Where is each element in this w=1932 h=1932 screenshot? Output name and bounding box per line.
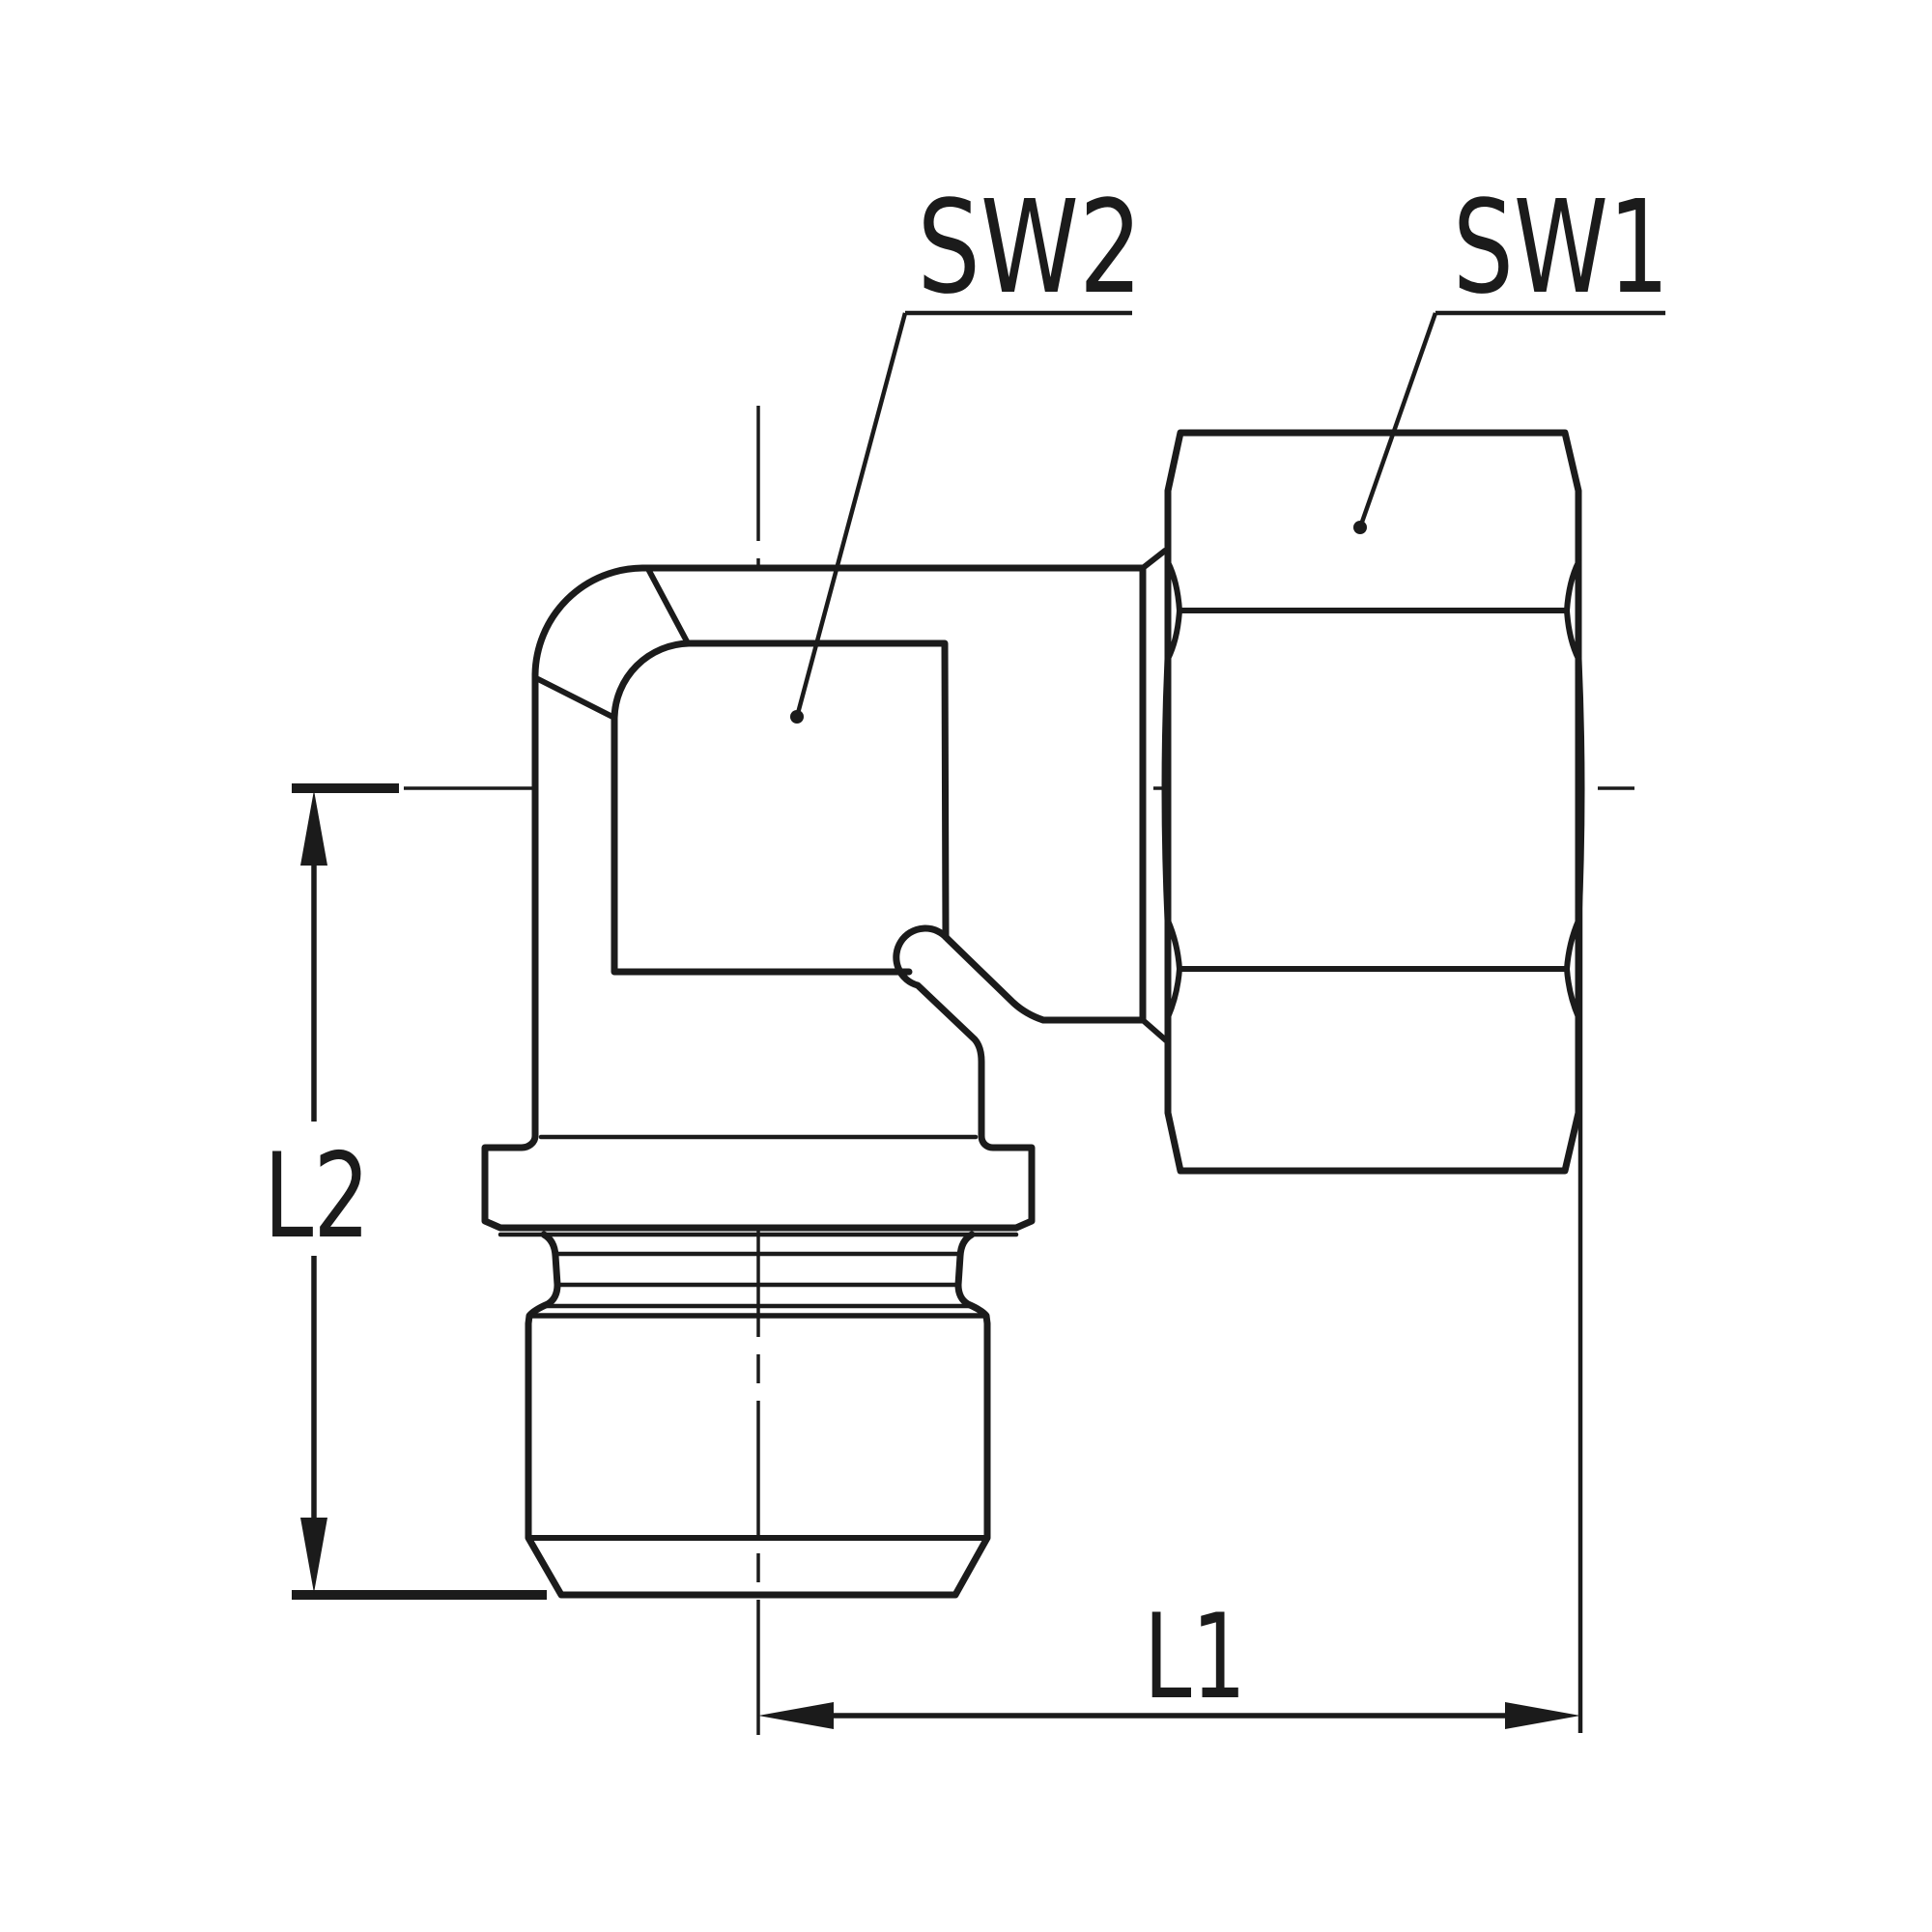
washer-cone-line-top: [1140, 548, 1168, 571]
l1-arrow-left-icon: [758, 1702, 834, 1729]
l2-label: L2: [264, 1128, 370, 1264]
elbow-wrench-face: [611, 639, 950, 976]
sw2-callout: SW2: [790, 174, 1143, 724]
sw2-leader-line: [794, 312, 908, 718]
nut-left-facet-bulge: [1161, 655, 1172, 924]
sw2-leader-dot: [790, 710, 804, 724]
sw2-label: SW2: [918, 174, 1143, 323]
sw1-label: SW1: [1453, 174, 1669, 323]
l2-arrow-down-icon: [300, 1518, 327, 1593]
l2-arrow-up-icon: [300, 790, 327, 866]
elbow-chamfer-line-lower: [535, 676, 617, 721]
washer-cone-line-bottom: [1140, 1017, 1169, 1043]
l2-dimension: L2: [264, 783, 547, 1600]
sw1-leader-line: [1357, 312, 1438, 528]
l1-arrow-right-icon: [1505, 1702, 1580, 1729]
elbow-body-outline: [481, 564, 1147, 1232]
nut-chamfer-arcs: [1165, 559, 1581, 1020]
sw1-leader-dot: [1353, 521, 1367, 534]
l1-dimension: L1: [758, 800, 1583, 1733]
sw1-callout: SW1: [1353, 174, 1669, 534]
l1-label: L1: [1144, 1589, 1246, 1725]
elbow-chamfer-line-upper: [645, 566, 690, 644]
hex-nut-outline: [1164, 429, 1582, 1175]
